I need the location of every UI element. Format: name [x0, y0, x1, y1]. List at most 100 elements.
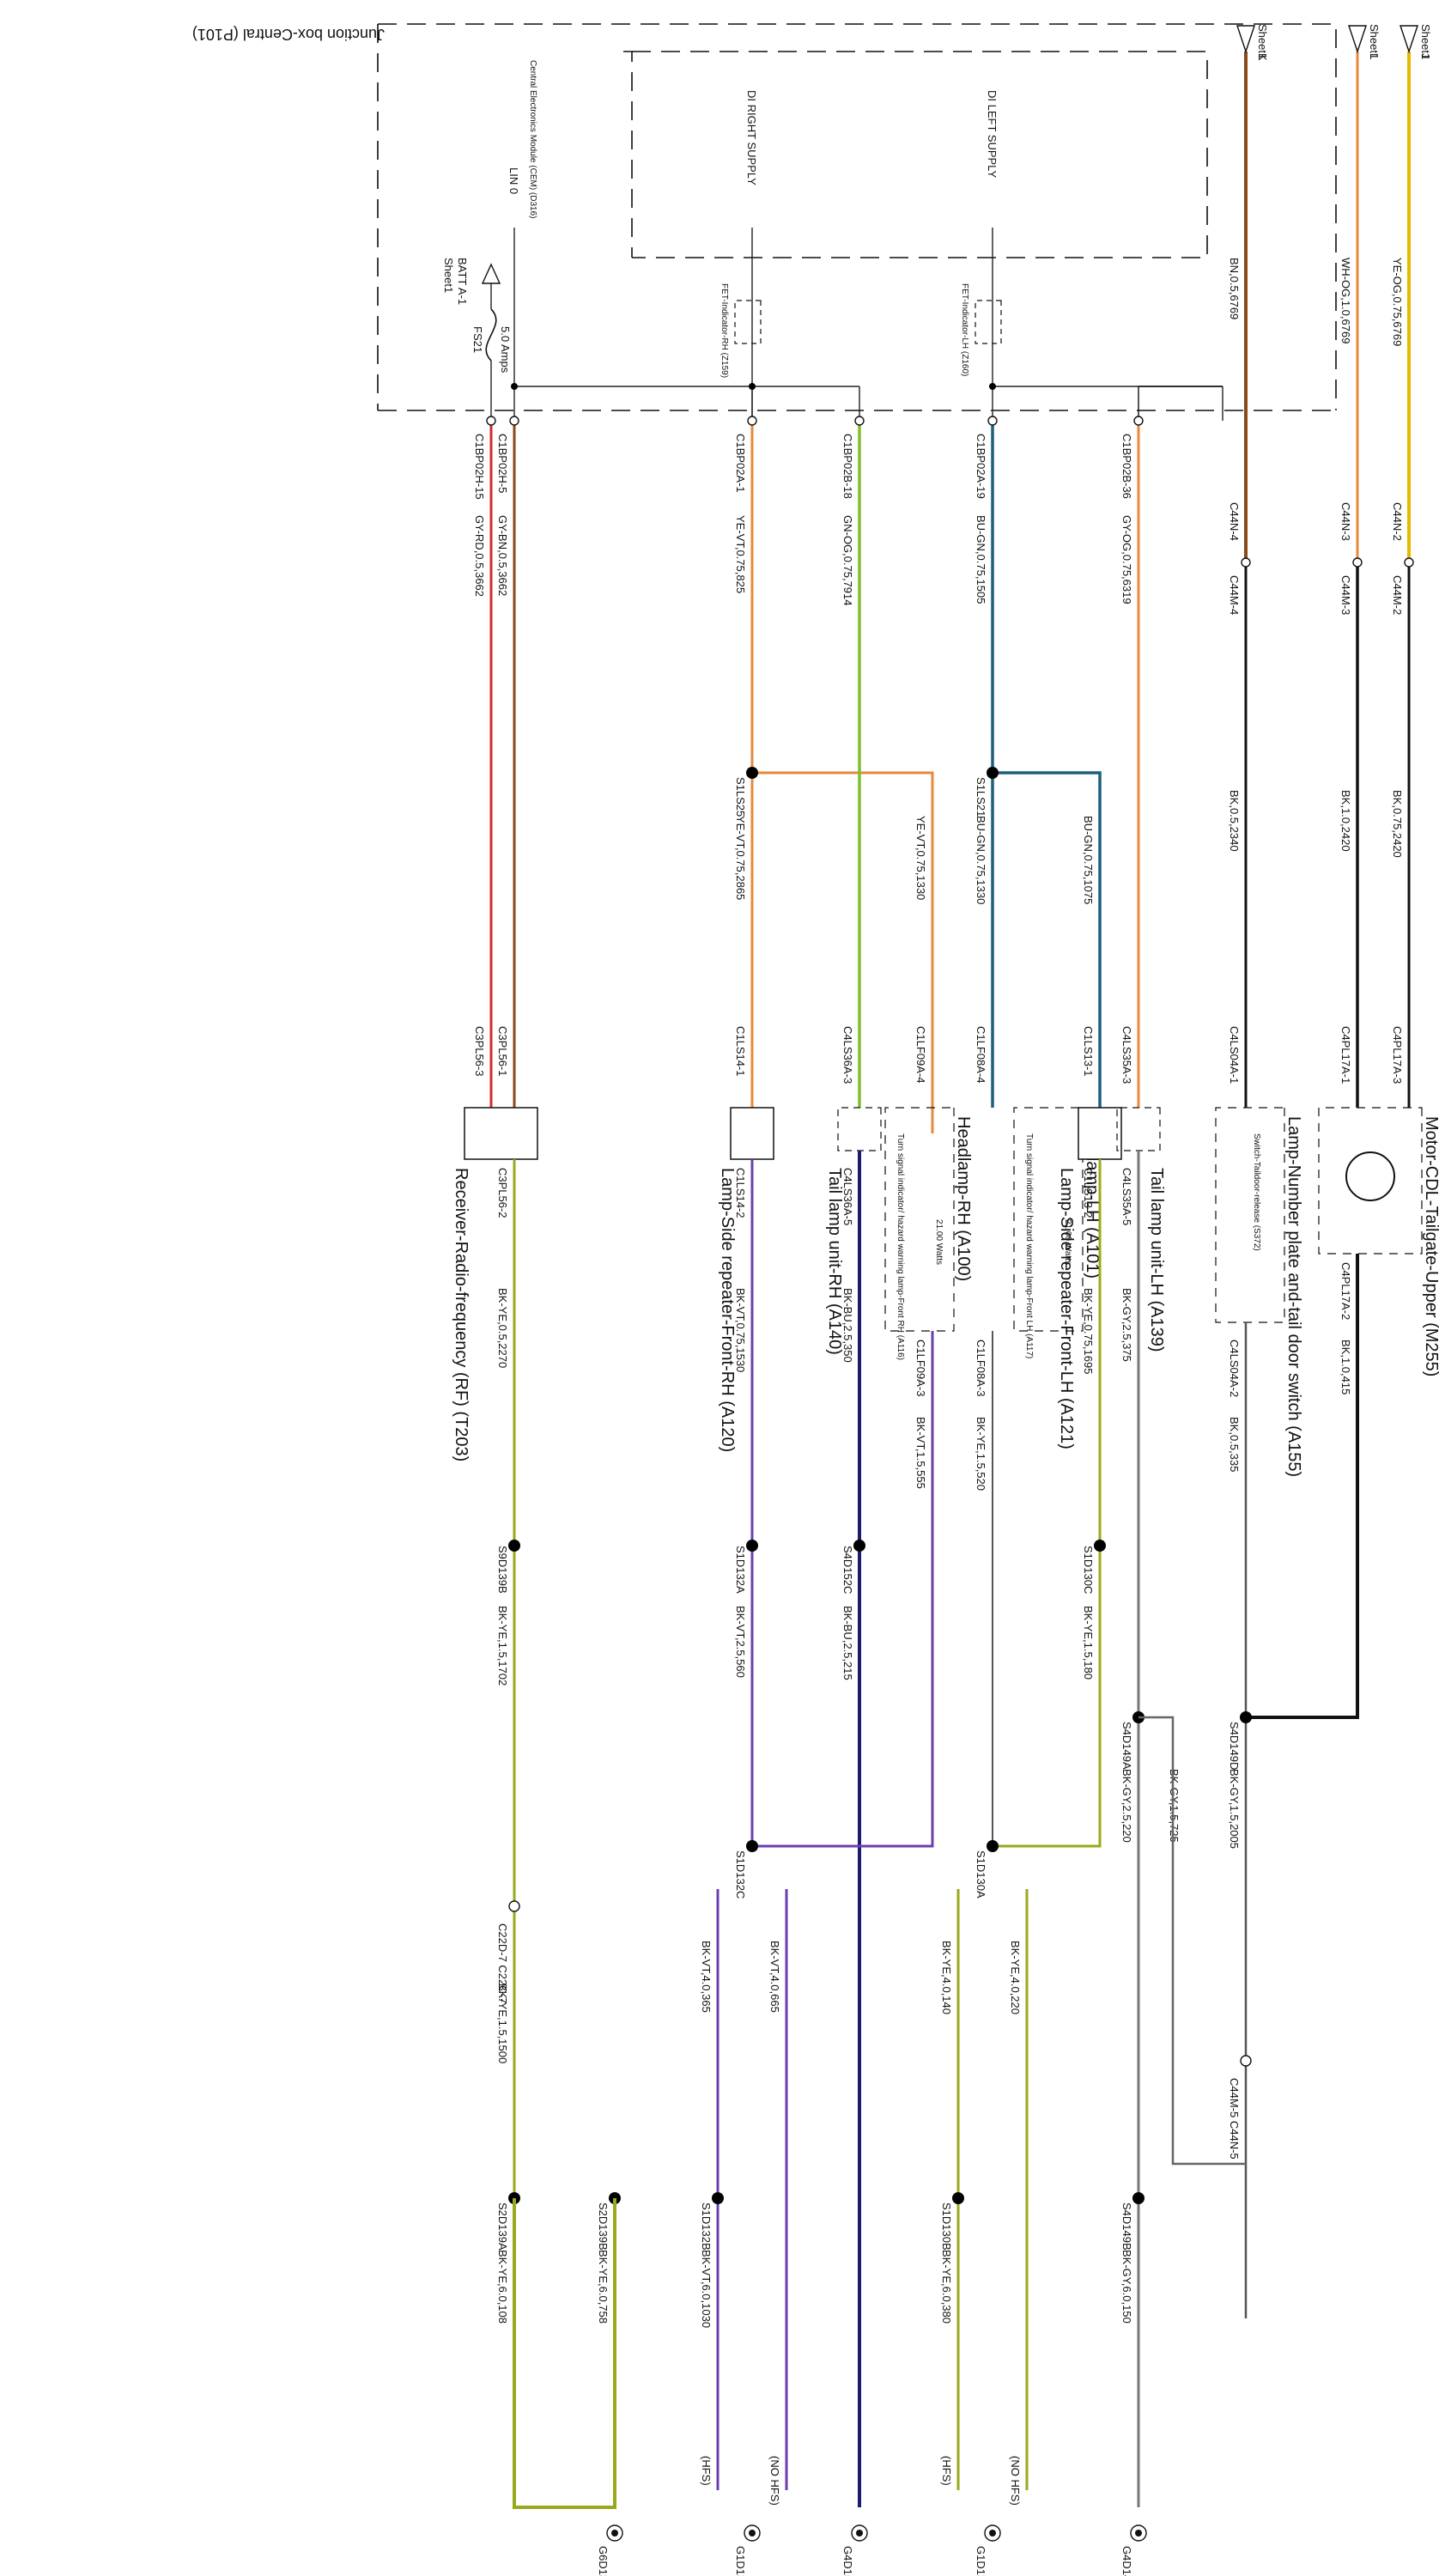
conn-c1bp02h5: C1BP02H-5: [496, 434, 509, 493]
wire-label-w23: BK,0.5,335: [1228, 1417, 1241, 1472]
conn-c22d7: C22D-7 C22C-7: [496, 1923, 509, 2003]
conn-c1lf08a3: C1LF08A-3: [975, 1340, 987, 1396]
ground-g4d149-icon: [1130, 2524, 1147, 2542]
wire-label-gy-rd: GY-RD,0.5,3662: [473, 515, 486, 597]
wire-label-w29: BK-YE,1.5,180: [1082, 1606, 1095, 1680]
conn-c1ls142: C1LS14-2: [734, 1168, 747, 1218]
conn-c1bp02h15: C1BP02H-15: [473, 434, 486, 500]
amps-label: 5.0 Amps: [499, 326, 512, 374]
wire-label-w17: BK-YE,0.5,2270: [496, 1288, 509, 1368]
wire-label-wh-og: WH-OG,1.0,6769: [1339, 258, 1352, 343]
conn-c4pl17a3: C4PL17A-3: [1391, 1026, 1404, 1084]
batt-label: BATT A-1: [456, 258, 469, 305]
wire-label-w22: BK,1.0,415: [1339, 1340, 1352, 1394]
wire-label-bk-l: BK,1.0,2420: [1339, 790, 1352, 852]
conn-c1ls141: C1LS14-1: [734, 1026, 747, 1077]
conn-c4ls36a5: C4LS36A-5: [841, 1168, 854, 1225]
sheet-l-letter: L: [1368, 53, 1381, 59]
wire-bk-ye-rep-lh: [993, 1159, 1102, 1848]
conn-s2d139a: S2D139A: [496, 2202, 509, 2251]
conn-c4ls35a3: C4LS35A-3: [1120, 1026, 1133, 1084]
conn-g1d132a1: G1D132A-1: [734, 2546, 747, 2576]
wire-label-ye-vt-2: YE-VT,0.75,2865: [734, 816, 747, 900]
repeater-rh-label: Lamp-Side repeater-Front-RH (A120): [718, 1168, 737, 1452]
conn-s1d132b: S1D132B: [700, 2202, 713, 2251]
conn-c44m4: C44M-4: [1228, 575, 1241, 615]
sheet-k-label: Sheet1: [1256, 24, 1269, 59]
conn-s1d130a: S1D130A: [975, 1850, 987, 1899]
conn-c4ls36a3: C4LS36A-3: [841, 1026, 854, 1084]
wire-bk-gy-loop: [1138, 1716, 1246, 2166]
tail-rh-label: Tail lamp unit-RH (A140): [825, 1168, 844, 1355]
conn-s4d152c: S4D152C: [841, 1546, 854, 1594]
conn-s4d149b: S4D149B: [1120, 2202, 1133, 2251]
junction-title: Junction box-Central (P101): [192, 26, 385, 43]
conn-c1bp02a1: C1BP02A-1: [734, 434, 747, 493]
turn-rh-label: Turn signal indicator/ hazard warning la…: [896, 1133, 905, 1360]
fet-rh-label: FET-Indicator-RH (Z159): [720, 283, 729, 378]
conn-c1bp02b36: C1BP02B-36: [1120, 434, 1133, 499]
conn-c44m3: C44M-3: [1339, 575, 1352, 615]
wire-label-w21: BK-GY,2.5,375: [1120, 1288, 1133, 1362]
conn-c1ls132: C1LS13-2: [1082, 1168, 1095, 1218]
headlamp-rh-box: [884, 1107, 955, 1332]
wire-label-bu-gn: BU-GN,0.75,1505: [975, 515, 987, 604]
wire-label-bn: BN,0.5,6769: [1228, 258, 1241, 319]
conn-s4d149a: S4D149A: [1120, 1722, 1133, 1770]
fuse-label: FS21: [471, 326, 484, 353]
splice-s1ls25: [746, 767, 758, 779]
conn-c4ls04a1: C4LS04A-1: [1228, 1026, 1241, 1084]
wire-label-w38: BK-YE,6.0,108: [496, 2250, 509, 2324]
conn-c4ls35a5: C4LS35A-5: [1120, 1168, 1133, 1225]
cem-box-border: [623, 51, 633, 258]
conn-c44n2: C44N-2: [1391, 502, 1404, 541]
splice-s1ls21: [987, 767, 999, 779]
wire-label-w42: BK-GY,6.0,150: [1120, 2250, 1133, 2324]
conn-c3pl563: C3PL56-3: [473, 1026, 486, 1077]
wire-bu-gn-branch: [993, 771, 1102, 1108]
headlamp-lh-box: [1013, 1107, 1084, 1332]
ground-g6d139-icon: [606, 2524, 623, 2542]
wire-label-gy-bn: GY-BN,0.5,3662: [496, 515, 509, 596]
wire-label-bu-gn-2: BU-GN,0.75,1330: [975, 816, 987, 904]
repeater-lh-label: Lamp-Side repeater-Front-LH (A121): [1057, 1168, 1076, 1449]
switch-label: Switch-Taildoor-release (S372): [1252, 1133, 1261, 1251]
headlamp-rh-label: Headlamp-RH (A100): [954, 1116, 973, 1281]
wire-label-w37: BK-YE,4.0,220: [1009, 1941, 1022, 2014]
conn-c44n4: C44N-4: [1228, 502, 1241, 541]
conn-s4d149d: S4D149D: [1228, 1722, 1241, 1770]
wire-label-w31: BK-GY,1.5,2005: [1228, 1769, 1241, 1849]
number-plate-box: [1215, 1107, 1285, 1323]
repeater-lh-box: [1078, 1107, 1122, 1160]
sheet-j-label: Sheet1: [1419, 24, 1432, 59]
wire-label-w25: BK-VT,1.5,555: [914, 1417, 927, 1489]
conn-g4d1491: G4D149-1: [1120, 2546, 1133, 2576]
wire-bk-motor: [1246, 1254, 1359, 1719]
wire-label-w33: BK-YE,1.5,1500: [496, 1984, 509, 2063]
conn-c4pl17a1: C4PL17A-1: [1339, 1026, 1352, 1084]
conn-c1ls131: C1LS13-1: [1082, 1026, 1095, 1077]
conn-c1bp02a19: C1BP02A-19: [975, 434, 987, 499]
wire-label-ye-og: YE-OG,0.75,6769: [1391, 258, 1404, 346]
wire-label-bk-k: BK,0.5,2340: [1228, 790, 1241, 852]
wire-ye-vt-branch: [752, 771, 934, 1133]
wire-label-w35: BK-VT,4.0,665: [768, 1941, 781, 2013]
repeater-rh-box: [730, 1107, 774, 1160]
wire-label-w18: BK-VT,0.75,1530: [734, 1288, 747, 1372]
wire-label-gn-og: GN-OG,0.75,7914: [841, 515, 854, 606]
fet-lh-switch: [975, 300, 1002, 344]
wire-label-w19: BK-BU,2.5,350: [841, 1288, 854, 1363]
wire-label-w32: BK-GY,1.5,725: [1168, 1769, 1181, 1843]
cem-label: Central Electronics Module (CEM) (D316): [528, 60, 537, 219]
ground-g1d130a-icon: [984, 2524, 1001, 2542]
watts-rh: 21.00 Watts: [934, 1219, 944, 1265]
wire-label-w39: BK-YE,6.0,758: [597, 2250, 610, 2324]
di-left-label: DI LEFT SUPPLY: [986, 90, 999, 178]
wire-label-w40: BK-VT,6.0,1030: [700, 2250, 713, 2328]
receiver-box: [464, 1107, 538, 1160]
wire-label-w36: BK-YE,4.0,140: [940, 1941, 953, 2014]
conn-s2d139b: S2D139B: [597, 2202, 610, 2251]
fuse-icon: [485, 283, 497, 421]
